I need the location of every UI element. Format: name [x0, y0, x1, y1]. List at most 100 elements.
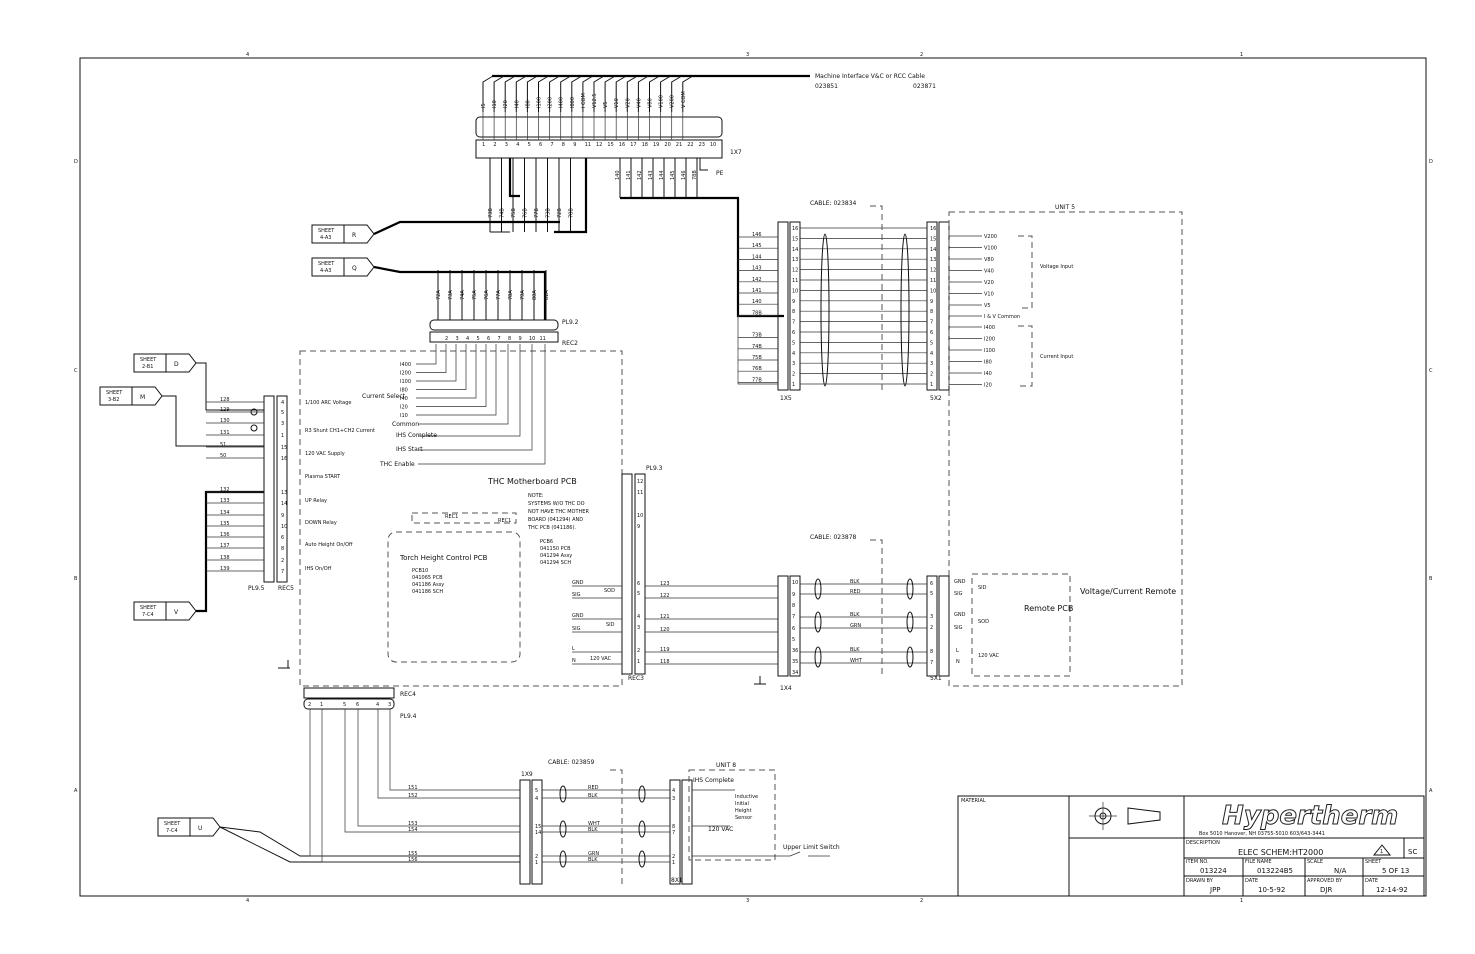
- cable-shield-icon: [559, 785, 567, 803]
- thc-note-line: BOARD (041294) AND: [528, 517, 583, 523]
- pin-number: 10: [792, 580, 798, 586]
- wire-label: 73B: [752, 333, 762, 339]
- pin-number: 5: [930, 340, 933, 346]
- thc-note-line: THC PCB (041186).: [527, 525, 576, 531]
- pin-number: 15: [607, 142, 613, 148]
- pin-number: 1: [482, 142, 485, 148]
- pin-number: 2: [930, 372, 933, 378]
- pl95-signal-label: DOWN Relay: [305, 520, 337, 526]
- pl9-4-label: PL9.4: [400, 713, 417, 720]
- sheet-ref-label: SHEET: [140, 605, 157, 611]
- iv-common-label: I & V Common: [984, 314, 1020, 320]
- rec1-label-a: REC1: [445, 514, 458, 520]
- sensor-label-line: Initial: [735, 801, 749, 807]
- tb-sheet-label: SHEET: [1365, 859, 1382, 865]
- pin-number: 7: [550, 142, 553, 148]
- remote-gnd: GND: [954, 579, 966, 585]
- pin-number: 3: [505, 142, 508, 148]
- wire-label: 81A: [544, 290, 550, 300]
- pin-number: 6: [281, 535, 284, 541]
- current-signal-label: I200: [984, 337, 995, 343]
- machine-cable-title: Machine Interface V&C or RCC Cable: [815, 73, 925, 80]
- signal-label: V10: [614, 98, 620, 108]
- wire-label: 133: [220, 498, 230, 504]
- pin-number: 1: [930, 382, 933, 388]
- wire-color-label: BLK: [588, 793, 598, 799]
- wire-color-label: BLK: [588, 857, 598, 863]
- pin-number: 2: [930, 625, 933, 631]
- pl95-signal-label: Plasma START: [305, 474, 341, 480]
- tb-date2: 12-14-92: [1376, 886, 1408, 894]
- sensor-label-line: Sensor: [735, 815, 753, 821]
- thc-motherboard: THC Motherboard PCB Current Select Commo…: [299, 344, 623, 687]
- cable-shield-icon: [906, 611, 914, 633]
- tb-date2-label: DATE: [1365, 878, 1378, 884]
- wire-label: 144: [752, 254, 762, 260]
- unit-8-vac: 120 VAC: [708, 826, 733, 833]
- torch-pcb-title: Torch Height Control PCB: [399, 554, 488, 562]
- wire-label: 143: [648, 170, 654, 180]
- wire-color-label: WHT: [850, 658, 863, 664]
- remote-sid: SID: [978, 585, 987, 591]
- pin-number: 15: [930, 236, 936, 242]
- wire-label: 77B: [534, 208, 540, 218]
- remote-sig: SIG: [954, 591, 963, 597]
- pin-number: 2: [637, 648, 640, 654]
- current-signal-label: I80: [984, 360, 992, 366]
- tb-description: ELEC SCHEM:HT2000: [1238, 848, 1323, 857]
- border-top-mark: 4: [246, 52, 249, 58]
- shunt-circle-icon: [250, 408, 258, 416]
- pin-number: 21: [676, 142, 682, 148]
- pin-number: 1: [792, 382, 795, 388]
- pin-number: 8: [562, 142, 565, 148]
- border-top-mark: 3: [746, 52, 749, 58]
- current-select-label: I10: [400, 413, 408, 419]
- remote-l: L: [956, 648, 959, 654]
- title-block: MATERIAL Hypertherm Box 5010 Hanover, NH…: [957, 795, 1425, 897]
- pin-number: 3: [388, 702, 391, 708]
- pin-number: 5: [281, 410, 284, 416]
- vac-label: 120 VAC: [590, 656, 612, 662]
- wire-label: 132: [220, 487, 230, 493]
- torch-pcb-line: 041186 SCH: [412, 589, 443, 595]
- tb-date-label: DATE: [1245, 878, 1258, 884]
- pin-number: 9: [792, 299, 795, 305]
- pin-number: 20: [664, 142, 670, 148]
- sheet-ref-location: 7-C4: [166, 828, 178, 834]
- pl9-2-label: PL9.2: [562, 319, 579, 326]
- signal-label: V12.5: [592, 93, 598, 108]
- wire-label: 129: [220, 407, 230, 413]
- current-select-label: I80: [400, 388, 408, 394]
- pcb6-line: 041294 SCH: [540, 560, 571, 566]
- wire-label: 119: [660, 647, 670, 653]
- current-select-label: I100: [400, 379, 411, 385]
- pin-number: 1: [320, 702, 323, 708]
- pin-number: 10: [529, 336, 535, 342]
- pin-number: 5: [477, 336, 480, 342]
- voltage-signal-label: V40: [984, 269, 994, 275]
- cable-shield-icon: [559, 820, 567, 838]
- border-top-mark: 1: [1240, 52, 1243, 58]
- wire-color-label: RED: [850, 589, 861, 595]
- tb-material: MATERIAL: [961, 798, 986, 804]
- wire-label: 141: [626, 170, 632, 180]
- pin-number: 5: [930, 591, 933, 597]
- remote-gnd: GND: [954, 612, 966, 618]
- cable-shield-icon: [906, 646, 914, 668]
- pl95-signal-label: UP Relay: [305, 498, 327, 504]
- rec5-label: REC5: [278, 585, 294, 592]
- rev-triangle-icon: [1372, 844, 1392, 856]
- pin-number: 9: [792, 592, 795, 598]
- pin-number: 2: [792, 372, 795, 378]
- sid-label: SID: [606, 622, 615, 628]
- wire-label: 75B: [511, 208, 517, 218]
- pin-number: 23: [699, 142, 705, 148]
- pin-number: 13: [930, 257, 936, 263]
- torch-height-pcb: [387, 531, 521, 663]
- cable-shield-icon: [900, 233, 910, 387]
- signal-label: I COM: [581, 93, 587, 108]
- wire-label: 151: [408, 785, 418, 791]
- wire-label: 73A: [448, 290, 454, 300]
- signal-label: I5: [481, 103, 487, 108]
